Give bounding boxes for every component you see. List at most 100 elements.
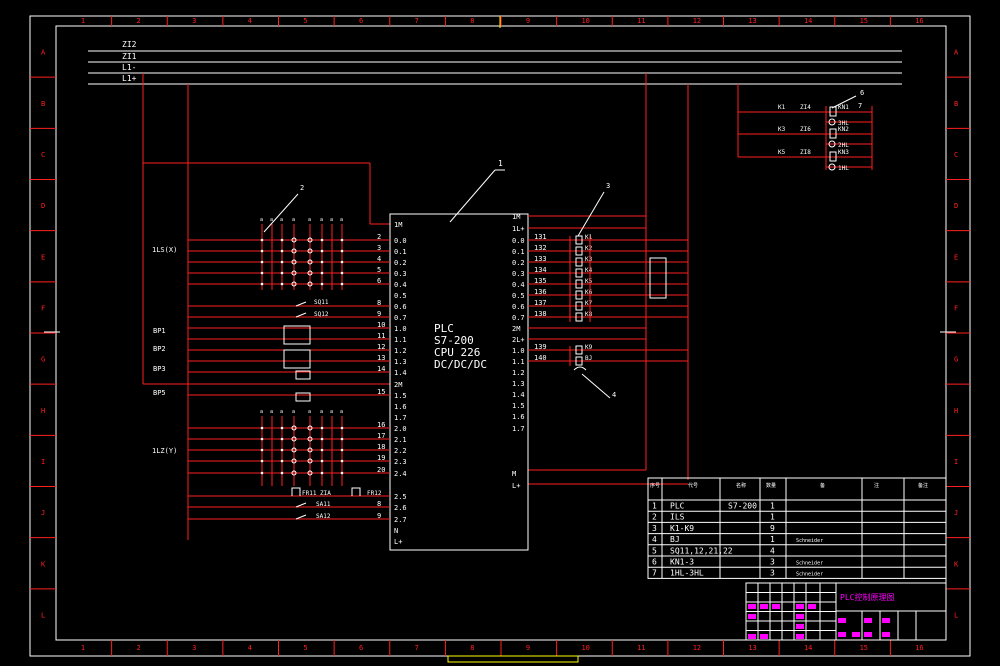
row-label-right: F — [954, 304, 958, 312]
ref-6-leader — [831, 95, 857, 109]
svg-text:FR11 ZIA: FR11 ZIA — [302, 490, 331, 497]
col-label-bottom: 9 — [526, 644, 530, 652]
bom-header: 数量 — [766, 482, 776, 489]
bom-cell-no: 6 — [652, 558, 657, 567]
switch-contact-mark: a — [340, 409, 343, 415]
bom-cell-no: 5 — [652, 546, 657, 555]
bom-cell-no: 2 — [652, 513, 657, 522]
input-pin-label: 0.0 — [394, 237, 407, 245]
plc-label: PLC S7-200 CPU 226 DC/DC/DC — [434, 322, 487, 371]
input-pin-label: 2.5 — [394, 493, 407, 501]
bom-header: 注 — [874, 482, 879, 489]
input-pin-label: 1.4 — [394, 369, 407, 377]
output-pin-label: 1.2 — [512, 369, 525, 377]
bom-cell-qty: 9 — [770, 524, 775, 533]
row-label-right: B — [954, 100, 958, 108]
relay-coil-icon — [575, 257, 583, 267]
bom-cell-no: 4 — [652, 535, 657, 544]
col-label-top: 12 — [693, 17, 701, 25]
col-label-bottom: 6 — [359, 644, 363, 652]
svg-text:1LZ(Y): 1LZ(Y) — [152, 447, 177, 455]
output-pin-label: 1.6 — [512, 413, 525, 421]
input-pin-label: 1.1 — [394, 336, 407, 344]
bom-cell-code: SQ11,12,21,22 — [670, 546, 733, 555]
switch-contact-mark: a — [260, 217, 263, 223]
col-label-top: 5 — [303, 17, 307, 25]
col-label-bottom: 4 — [248, 644, 252, 652]
col-label-bottom: 11 — [637, 644, 645, 652]
row-label-left: L — [41, 611, 45, 619]
output-pin-label: L+ — [512, 482, 520, 490]
input-pin-label: 0.5 — [394, 292, 407, 300]
input-pin-label: 1.7 — [394, 414, 407, 422]
input-terminal-number: 12 — [377, 343, 385, 351]
output-pin-label: 0.5 — [512, 292, 525, 300]
input-terminal-number: 6 — [377, 277, 381, 285]
col-label-bottom: 7 — [415, 644, 419, 652]
output-pin-label: 0.0 — [512, 237, 525, 245]
lamp-icon — [828, 118, 836, 126]
output-wire-number: 134 — [534, 266, 547, 274]
input-pin-label: 1.3 — [394, 358, 407, 366]
switch-contact-mark: a — [330, 217, 333, 223]
row-label-right: G — [954, 356, 958, 364]
svg-text:1LS(X): 1LS(X) — [152, 246, 177, 254]
col-label-top: 11 — [637, 17, 645, 25]
input-terminal-number: 8 — [377, 500, 381, 508]
switch-contact-mark: a — [292, 217, 295, 223]
input-pin-label: 2.6 — [394, 504, 407, 512]
input-terminal-number: 18 — [377, 443, 385, 451]
relay-coil-label: K9 — [585, 344, 593, 351]
input-terminal-number: 19 — [377, 454, 385, 462]
coil-label: KN2 — [838, 126, 849, 133]
output-wire-number: 132 — [534, 244, 547, 252]
row-label-left: D — [41, 202, 45, 210]
input-terminal-number: 9 — [377, 512, 381, 520]
bom-cell-no: 7 — [652, 569, 657, 578]
input-pin-label: 0.3 — [394, 270, 407, 278]
input-pin-label: N — [394, 527, 398, 535]
lamp-icon — [828, 140, 836, 148]
svg-text:SQ11: SQ11 — [314, 299, 329, 306]
lamp-label: 2HL — [838, 142, 849, 149]
input-pin-label: L+ — [394, 538, 402, 546]
row-label-left: C — [41, 151, 45, 159]
col-label-bottom: 15 — [860, 644, 868, 652]
relay-coil-label: K8 — [585, 311, 593, 318]
output-pin-label: 0.6 — [512, 303, 525, 311]
svg-text:SA11: SA11 — [316, 501, 331, 508]
output-wire-number: 133 — [534, 255, 547, 263]
bom-cell-qty: 3 — [770, 569, 775, 578]
row-label-right: C — [954, 151, 958, 159]
row-label-left: E — [41, 253, 45, 261]
ref-2: 2 — [300, 184, 304, 192]
top-wire-label: ZI6 — [800, 126, 811, 133]
input-pin-label: 2.0 — [394, 425, 407, 433]
coil-icon — [829, 151, 837, 162]
svg-text:CPU 226: CPU 226 — [434, 346, 480, 359]
svg-text:BP2: BP2 — [153, 345, 166, 353]
bom-header: 代号 — [688, 482, 698, 489]
input-pin-label: 1.5 — [394, 392, 407, 400]
switch-contact-mark: a — [292, 409, 295, 415]
ref-4-leader — [581, 373, 611, 399]
bottom-scale-bar — [447, 655, 579, 663]
switch-contact-mark: a — [270, 217, 273, 223]
row-label-left: K — [41, 560, 46, 568]
bom-cell-no: 1 — [652, 502, 657, 511]
input-pin-label: 1.0 — [394, 325, 407, 333]
relay-coil-icon — [575, 301, 583, 311]
top-contact-label: K3 — [778, 126, 786, 133]
top-contact-label: K1 — [778, 104, 786, 111]
col-label-top: 16 — [915, 17, 923, 25]
bom-cell-name: S7-200 — [728, 502, 757, 511]
col-label-top: 6 — [359, 17, 363, 25]
lamp-icon — [828, 163, 836, 171]
relay-coil-icon — [575, 356, 583, 366]
